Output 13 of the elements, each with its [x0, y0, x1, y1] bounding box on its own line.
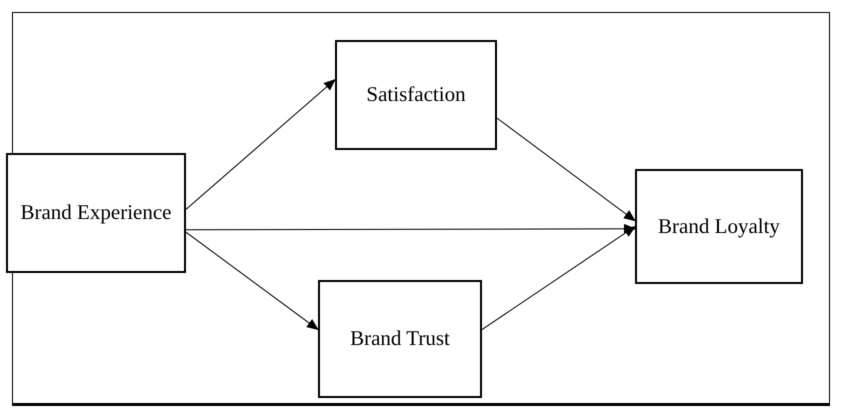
concept-label: Brand Experience — [20, 199, 172, 226]
arrow — [186, 224, 636, 234]
concept-box — [6, 153, 186, 273]
arrow — [496, 118, 636, 222]
concept-box — [318, 280, 482, 398]
arrow — [186, 78, 336, 210]
concept-box — [335, 40, 497, 150]
arrow — [482, 226, 636, 330]
concept-label: Brand Trust — [350, 325, 450, 352]
concept-box — [635, 169, 803, 284]
concept-label: Satisfaction — [366, 81, 466, 108]
concept-label: Brand Loyalty — [658, 212, 780, 240]
arrow — [186, 232, 319, 330]
